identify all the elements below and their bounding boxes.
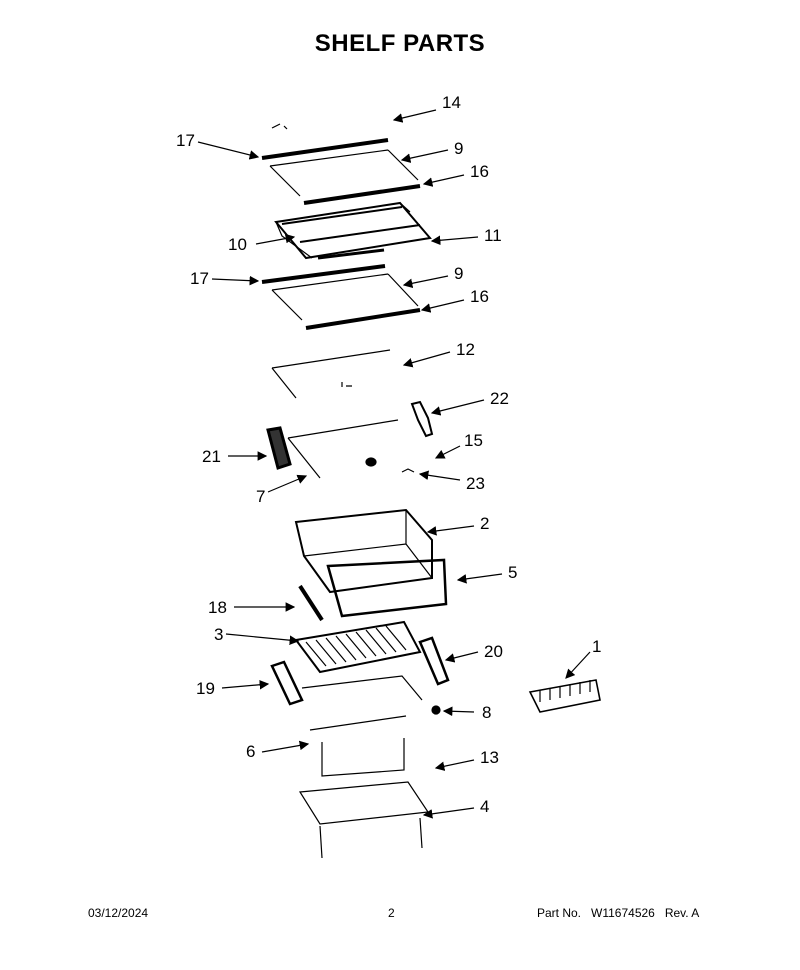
callout-17-lower: 17: [190, 269, 209, 288]
footer-part-info: Part No. W11674526 Rev. A: [537, 906, 709, 920]
footer-page-number: 2: [388, 906, 395, 920]
callout-7: 7: [256, 487, 265, 506]
part-11-rail: [317, 248, 385, 260]
part-16-trim-lower: [305, 308, 421, 330]
callout-21: 21: [202, 447, 221, 466]
callout-8: 8: [482, 703, 491, 722]
part-10-frame-edge: [275, 202, 411, 259]
callout-19: 19: [196, 679, 215, 698]
callout-4: 4: [480, 797, 489, 816]
part-10-shelf-frame: [274, 201, 432, 260]
part-21-bracket: [266, 426, 292, 470]
callout-17-upper: 17: [176, 131, 195, 150]
callout-9-upper: 9: [454, 139, 463, 158]
part-9-glass-upper: [269, 149, 419, 197]
callout-3: 3: [214, 625, 223, 644]
callout-9-lower: 9: [454, 264, 463, 283]
part-4-bin-sides: [319, 817, 423, 859]
callout-14: 14: [442, 93, 461, 112]
callout-6: 6: [246, 742, 255, 761]
part-7-crisper-cover: [287, 419, 399, 479]
callout-16-upper: 16: [470, 162, 489, 181]
part-9-glass-lower: [271, 273, 419, 321]
part-23-clip: [401, 468, 415, 473]
footer-date: 03/12/2024: [88, 906, 149, 920]
part-14-trim: [271, 123, 288, 130]
part-5-drawer-front: [326, 558, 448, 618]
footer-revision: Rev. A: [664, 906, 700, 920]
part-22-bracket: [410, 400, 434, 438]
page-title: SHELF PARTS: [314, 30, 486, 57]
part-3-vent-cover: [294, 620, 422, 674]
callout-15: 15: [464, 431, 483, 450]
part-19-bracket: [270, 660, 304, 706]
part-20-bracket: [418, 636, 450, 686]
part-8-knob: [431, 705, 441, 715]
part-2-drawer-inner: [303, 510, 433, 579]
callout-20: 20: [484, 642, 503, 661]
part-4-bin: [298, 781, 430, 825]
part-12-cover: [271, 349, 391, 399]
callout-10: 10: [228, 235, 247, 254]
part-16-trim-upper: [303, 184, 421, 205]
part-12-clip: [341, 382, 352, 387]
part-1-tray-cells: [539, 680, 591, 702]
part-6-crisper-frame: [301, 675, 423, 731]
callout-1: 1: [592, 637, 601, 656]
callout-12: 12: [456, 340, 475, 359]
part-3-vent-grille: [305, 625, 407, 667]
callout-16-lower: 16: [470, 287, 489, 306]
callout-18: 18: [208, 598, 227, 617]
footer-part-number: W11674526: [591, 906, 655, 920]
callout-13: 13: [480, 748, 499, 767]
callout-labels: 14 17 9 16 10 11 17 9 16 12 22 21 15 7 2…: [176, 93, 601, 816]
part-17-trim-upper: [261, 138, 389, 160]
part-17-trim-lower: [261, 264, 386, 284]
part-1-tray: [528, 679, 601, 713]
callout-23: 23: [466, 474, 485, 493]
callout-22: 22: [490, 389, 509, 408]
callout-11: 11: [484, 226, 502, 245]
part-13-bin: [321, 738, 405, 777]
leader-lines: [197, 109, 591, 819]
callout-5: 5: [508, 563, 517, 582]
part-18-slide: [298, 584, 324, 622]
footer-part-label: Part No.: [537, 906, 582, 920]
part-cover-clip: [365, 457, 377, 467]
callout-2: 2: [480, 514, 489, 533]
